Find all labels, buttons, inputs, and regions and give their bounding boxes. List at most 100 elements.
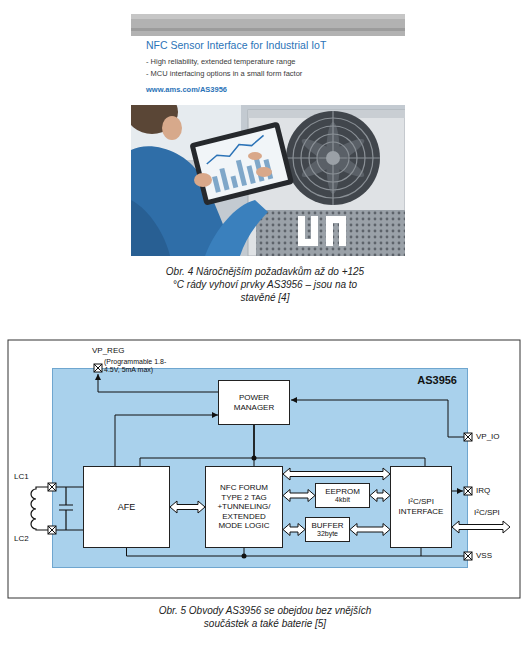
- pin-cross: [48, 526, 56, 534]
- person-face: [162, 116, 182, 140]
- vp-reg-wire: [98, 374, 218, 392]
- interface-box: I²C/SPI INTERFACE: [390, 466, 452, 548]
- person-arm: [205, 200, 268, 256]
- fan-grille: [286, 111, 380, 205]
- pin-lc1: [48, 483, 56, 491]
- bus-arrow: [452, 521, 510, 533]
- pin-name: LC1: [14, 472, 29, 482]
- supply-wire: [140, 425, 254, 466]
- ad-banner: [131, 14, 405, 105]
- banner-strip-dark: [131, 28, 405, 31]
- pin-name: LC2: [14, 534, 29, 544]
- bus-arrow: [370, 490, 390, 502]
- lc-wires: [56, 487, 83, 530]
- pin-cross: [94, 364, 102, 372]
- capacitor-symbol: [59, 487, 73, 530]
- photo-wall: [131, 105, 405, 256]
- figure-caption: Obr. 5 Obvody AS3956 se obejdou bez vněj…: [135, 604, 395, 630]
- pin-lc2: [48, 526, 56, 534]
- bus-arrow: [283, 468, 390, 480]
- ad-bullet: - High reliability, extended temperature…: [146, 57, 296, 66]
- tablet: [189, 121, 294, 205]
- figure-caption: Obr. 4 Náročnějším požadavkům až do +125…: [160, 265, 370, 304]
- banner-strip: [131, 14, 405, 36]
- fan-hub: [326, 151, 340, 165]
- coil-symbol: [31, 487, 48, 530]
- pin-name: I²C/SPI: [474, 508, 500, 518]
- pin-name: IRQ: [476, 486, 490, 496]
- banner-strip-light: [131, 14, 405, 19]
- pin-square: [464, 552, 472, 560]
- pin-square: [94, 364, 102, 372]
- bus-arrow: [170, 501, 205, 513]
- screen-bar: [219, 168, 229, 191]
- left-hand: [194, 173, 212, 187]
- pin-name: VP_REG: [92, 346, 124, 356]
- finger: [248, 152, 262, 160]
- pin-cross: [464, 433, 472, 441]
- block-name: NFC FORUM TYPE 2 TAG +TUNNELING/ EXTENDE…: [214, 483, 274, 531]
- logo-tile: [326, 216, 346, 223]
- eeprom-box: EEPROM4kbit: [315, 483, 370, 508]
- pin-note: (Programmable 1.8-4.5V, 5mA max): [104, 358, 174, 375]
- screen-bar: [212, 176, 221, 193]
- junction-dot: [242, 554, 247, 559]
- bus-arrow: [283, 524, 305, 536]
- tablet-screen: [195, 127, 288, 199]
- screen-bar: [247, 165, 256, 184]
- power-manager-box: POWER MANAGER: [218, 380, 290, 425]
- irq-wire: [452, 491, 463, 492]
- screen-bars: [209, 151, 273, 192]
- supply-wire: [254, 425, 425, 466]
- buffer-box: BUFFER32byte: [305, 517, 350, 542]
- pin-vp-io: [464, 433, 472, 441]
- block-name: POWER MANAGER: [223, 393, 285, 412]
- afe-box: AFE: [83, 466, 170, 548]
- screen-bar: [236, 160, 247, 186]
- pin-square: [464, 433, 472, 441]
- pin-irq: [464, 487, 472, 495]
- fan-rings: [286, 111, 380, 205]
- logo-tiles: [298, 216, 346, 246]
- block-size: 32byte: [317, 530, 338, 538]
- vp-io-wire: [291, 400, 464, 437]
- pin-square: [48, 526, 56, 534]
- pin-cross: [464, 487, 472, 495]
- banner-ground: [131, 36, 405, 105]
- pin-name: VP_IO: [476, 432, 500, 442]
- screen-line: [203, 135, 267, 164]
- block-name: I²C/SPI INTERFACE: [395, 497, 447, 516]
- right-hand: [256, 167, 272, 177]
- nfc-logic-box: NFC FORUM TYPE 2 TAG +TUNNELING/ EXTENDE…: [205, 466, 283, 548]
- pin-square: [48, 483, 56, 491]
- fan-cross: [286, 111, 380, 205]
- pin-cross: [48, 483, 56, 491]
- chip-title: AS3956: [417, 374, 457, 387]
- tablet-frame: [189, 121, 294, 205]
- pin-name: VSS: [476, 551, 492, 561]
- block-name: BUFFER: [312, 521, 344, 531]
- logo-tile: [298, 239, 318, 246]
- bus-arrow: [350, 524, 390, 536]
- screen-bar: [231, 175, 239, 188]
- ground-bus: [127, 548, 465, 556]
- ad-heading: NFC Sensor Interface for Industrial IoT: [146, 39, 326, 52]
- block-name: AFE: [118, 502, 136, 513]
- shirt-shade: [131, 200, 170, 256]
- ad-photo: [131, 105, 405, 256]
- vent-grille: [256, 210, 405, 256]
- pin-vp-reg: [94, 364, 102, 372]
- ad-bullet: - MCU interfacing options in a small for…: [146, 69, 302, 78]
- pin-square: [464, 487, 472, 495]
- figure-frame: [8, 340, 520, 598]
- pin-cross: [464, 552, 472, 560]
- pin-vss: [464, 552, 472, 560]
- bus-arrow: [283, 490, 315, 502]
- ad-url: www.ams.com/AS3956: [146, 85, 227, 94]
- block-name: EEPROM: [325, 487, 360, 497]
- chip-panel: AS3956POWER MANAGER AFE NFC FORUM TYPE 2 T…: [52, 368, 468, 568]
- block-size: 4kbit: [335, 496, 350, 504]
